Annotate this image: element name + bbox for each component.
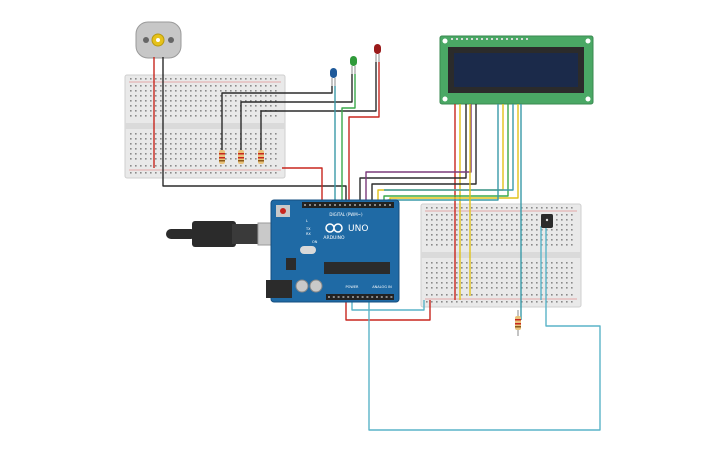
green-led[interactable] bbox=[350, 56, 357, 74]
board-brand: ARDUINO bbox=[323, 235, 345, 241]
digital-header-label: DIGITAL (PWM~) bbox=[329, 212, 363, 217]
temperature-sensor[interactable] bbox=[541, 214, 553, 228]
wires bbox=[153, 57, 601, 431]
on-label: ON bbox=[312, 240, 318, 244]
breadboard-left[interactable] bbox=[124, 74, 286, 179]
rx-label: RX bbox=[306, 232, 311, 236]
dc-motor[interactable] bbox=[135, 21, 182, 59]
lcd-16x2[interactable] bbox=[439, 35, 594, 105]
board-model: UNO bbox=[348, 224, 368, 234]
red-led[interactable] bbox=[374, 44, 381, 62]
resistor-1[interactable] bbox=[219, 150, 225, 164]
l-label: L bbox=[306, 219, 308, 223]
resistor-2[interactable] bbox=[238, 150, 244, 164]
breadboard-right[interactable] bbox=[420, 203, 582, 308]
resistor-4[interactable] bbox=[515, 310, 521, 336]
analog-header-label: ANALOG IN bbox=[372, 285, 392, 289]
arduino-logo bbox=[325, 223, 343, 233]
power-header-label: POWER bbox=[346, 285, 360, 289]
blue-led[interactable] bbox=[330, 68, 337, 86]
arduino-uno[interactable]: DIGITAL (PWM~) UNO ARDUINO TX RX ON L PO… bbox=[266, 199, 400, 303]
tx-label: TX bbox=[305, 227, 311, 231]
resistor-3[interactable] bbox=[258, 150, 264, 164]
